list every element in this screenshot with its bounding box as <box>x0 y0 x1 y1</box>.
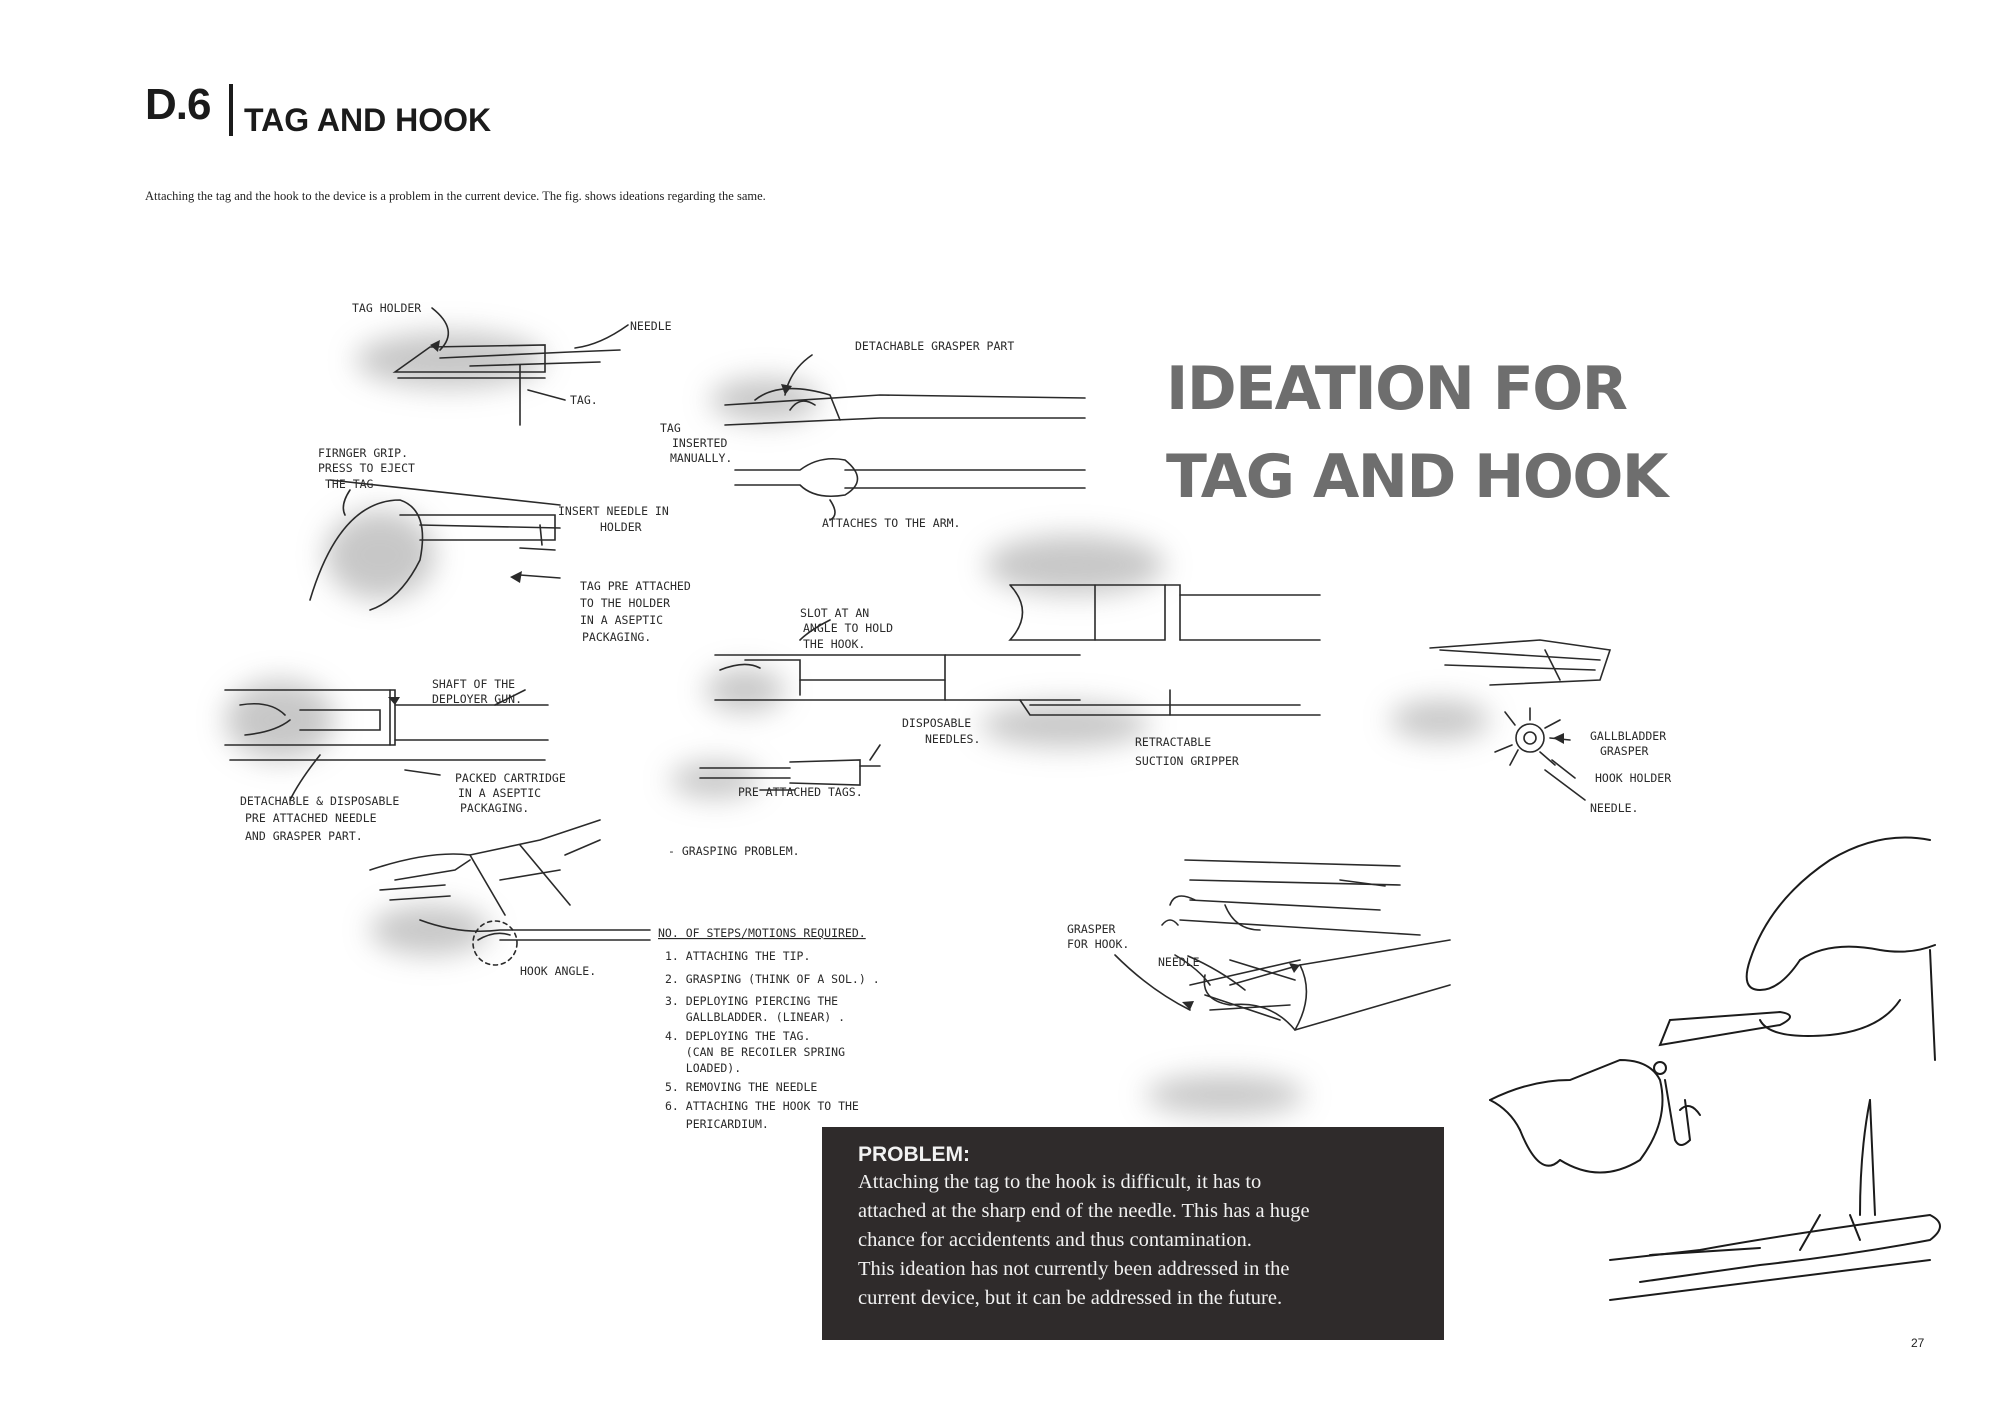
note-attaches-arm: ATTACHES TO THE ARM. <box>822 516 960 530</box>
note-needle-2: NEEDLE. <box>1590 801 1638 815</box>
note-insert-needle-1: INSERT NEEDLE IN <box>558 504 669 518</box>
note-hook-angle: HOOK ANGLE. <box>520 964 596 978</box>
note-hook-holder: HOOK HOLDER <box>1595 771 1671 785</box>
note-tag-pre-1: TAG PRE ATTACHED <box>580 579 691 593</box>
note-shaft-2: DEPLOYER GUN. <box>432 692 522 706</box>
note-grasper-hook-1: GRASPER <box>1067 922 1116 936</box>
sketch-lines <box>224 307 1612 1031</box>
hand-illustration <box>1489 836 1941 1301</box>
note-slot-2: ANGLE TO HOLD <box>803 621 893 635</box>
steps-heading: NO. OF STEPS/MOTIONS REQUIRED. <box>658 926 866 940</box>
note-tag-pre-3: IN A ASEPTIC <box>580 613 663 627</box>
note-needle-3: NEEDLE <box>1158 955 1200 969</box>
note-gallbladder-1: GALLBLADDER <box>1590 729 1666 743</box>
note-cartridge-1: PACKED CARTRIDGE <box>455 771 566 785</box>
note-retractable-1: RETRACTABLE <box>1135 735 1211 749</box>
step-line: (CAN BE RECOILER SPRING <box>665 1045 845 1059</box>
note-detachable-disposable-1: DETACHABLE & DISPOSABLE <box>240 794 399 808</box>
note-tag-pre-2: TO THE HOLDER <box>580 596 670 610</box>
note-slot-1: SLOT AT AN <box>800 606 869 620</box>
note-needle: NEEDLE <box>630 319 672 333</box>
note-detachable-disposable-3: AND GRASPER PART. <box>245 829 363 843</box>
note-tag: TAG. <box>570 393 598 407</box>
ideation-title-line-1: IDEATION FOR <box>1166 354 1628 424</box>
step-line: 5. REMOVING THE NEEDLE <box>665 1080 817 1094</box>
step-line: 1. ATTACHING THE TIP. <box>665 949 810 963</box>
note-insert-needle-2: HOLDER <box>600 520 642 534</box>
note-detachable-grasper: DETACHABLE GRASPER PART <box>855 339 1014 353</box>
note-finger-grip-1: FIRNGER GRIP. <box>318 446 408 460</box>
ideation-title: IDEATION FOR TAG AND HOOK <box>1166 345 1668 521</box>
note-grasper-hook-2: FOR HOOK. <box>1067 937 1129 951</box>
note-pre-attached-tags: PRE ATTACHED TAGS. <box>738 785 863 799</box>
note-slot-3: THE HOOK. <box>803 637 865 651</box>
step-line: 2. GRASPING (THINK OF A SOL.) . <box>665 972 880 986</box>
step-line: 3. DEPLOYING PIERCING THE <box>665 994 838 1008</box>
problem-box: PROBLEM: Attaching the tag to the hook i… <box>822 1127 1444 1340</box>
note-shaft-1: SHAFT OF THE <box>432 677 515 691</box>
note-disposable-2: NEEDLES. <box>925 732 980 746</box>
problem-body: Attaching the tag to the hook is difficu… <box>858 1171 1310 1309</box>
note-finger-grip-2: PRESS TO EJECT <box>318 461 415 475</box>
note-disposable-1: DISPOSABLE <box>902 716 971 730</box>
sketch-notes: TAG HOLDER NEEDLE TAG. FIRNGER GRIP. PRE… <box>240 301 1671 978</box>
ideation-title-line-2: TAG AND HOOK <box>1166 442 1668 512</box>
page-number: 27 <box>1911 1336 1925 1350</box>
note-detachable-disposable-2: PRE ATTACHED NEEDLE <box>245 811 377 825</box>
step-line: GALLBLADDER. (LINEAR) . <box>665 1010 845 1024</box>
note-tag-inserted-3: MANUALLY. <box>670 451 732 465</box>
note-retractable-2: SUCTION GRIPPER <box>1135 754 1239 768</box>
step-line: LOADED). <box>665 1061 741 1075</box>
annotation-arrows <box>388 340 1564 1010</box>
note-tag-holder: TAG HOLDER <box>352 301 421 315</box>
note-tag-inserted-1: TAG <box>660 421 681 435</box>
note-cartridge-3: PACKAGING. <box>460 801 529 815</box>
step-line: PERICARDIUM. <box>665 1117 769 1131</box>
step-line: 6. ATTACHING THE HOOK TO THE <box>665 1099 859 1113</box>
note-grasping-problem: - GRASPING PROBLEM. <box>668 844 800 858</box>
note-finger-grip-3: THE TAG <box>325 477 374 491</box>
steps-list: NO. OF STEPS/MOTIONS REQUIRED. 1. ATTACH… <box>658 926 880 1131</box>
step-line: 4. DEPLOYING THE TAG. <box>665 1029 810 1043</box>
section-title: TAG AND HOOK <box>244 102 492 138</box>
section-divider <box>229 84 233 136</box>
intro-text: Attaching the tag and the hook to the de… <box>145 189 766 203</box>
note-gallbladder-2: GRASPER <box>1600 744 1649 758</box>
note-tag-pre-4: PACKAGING. <box>582 630 651 644</box>
note-cartridge-2: IN A ASEPTIC <box>458 786 541 800</box>
section-code: D.6 <box>145 80 211 129</box>
sketch-shading <box>225 332 1490 1115</box>
note-tag-inserted-2: INSERTED <box>672 436 727 450</box>
problem-heading: PROBLEM: <box>858 1143 970 1166</box>
